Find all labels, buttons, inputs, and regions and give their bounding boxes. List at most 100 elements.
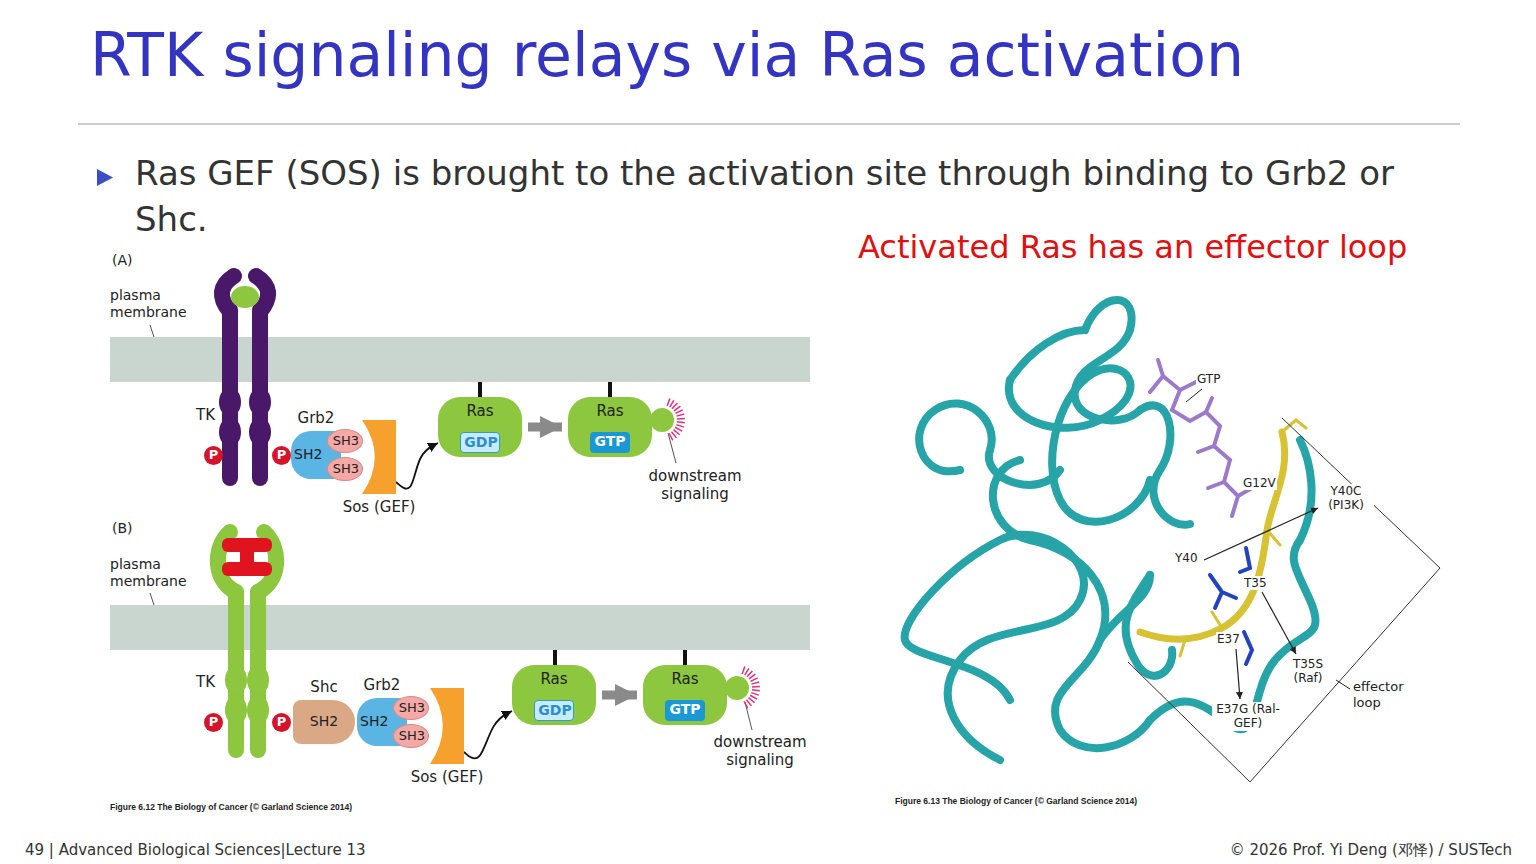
mutation-label: T35S (Raf) [1284, 657, 1332, 686]
residue-sticks [1210, 548, 1252, 664]
protein-domain: SH3 [327, 457, 363, 481]
activation-arrow [528, 423, 562, 432]
activation-rays [747, 671, 752, 677]
leader-line [150, 325, 154, 337]
gef-shape: Sos (GEF) [430, 688, 464, 764]
protein-domain: P [272, 713, 291, 732]
gtp-molecule [1158, 360, 1252, 496]
activation-rays [744, 701, 748, 708]
domain-label: SH2 [294, 446, 322, 463]
mutation-label: GTP [1196, 372, 1221, 386]
activation-rays [673, 430, 679, 435]
footer-text: 49 | Advanced Biological Sciences|Lectur… [25, 841, 365, 859]
protein-domain: RasGDP [438, 397, 522, 457]
activation-rays [677, 421, 685, 423]
domain-label: GDP [538, 702, 571, 719]
domain-label: Grb2 [298, 409, 335, 427]
gef-shape [430, 688, 464, 764]
protein-domain: GTP [665, 700, 705, 721]
kinase-domain [247, 665, 269, 695]
membrane-band [110, 605, 810, 650]
protein-domain: GTP [590, 432, 630, 453]
protein-domain: SH3 [393, 696, 429, 720]
residue-label: Y40 [1174, 551, 1199, 565]
protein-ribbon [1075, 300, 1140, 420]
kinase-domain [247, 695, 269, 725]
activation-rays [750, 678, 757, 682]
activation-rays [751, 682, 759, 684]
mutation-label: E37 [1216, 632, 1241, 646]
ligand [222, 538, 272, 576]
residue-label: Y40C (PI3K) [1318, 484, 1374, 513]
effector-loop [1180, 420, 1306, 656]
activation-rays [672, 403, 677, 409]
activation-rays [752, 686, 760, 688]
protein-ribbon [905, 300, 1316, 760]
activation-rays [674, 406, 680, 411]
activation-rays [752, 689, 760, 691]
kinase-domain [225, 665, 269, 725]
protein-domain: P [204, 446, 223, 465]
gef-arrow [464, 711, 512, 759]
mutation-label: G12V [1242, 476, 1277, 490]
domain-label: GTP [669, 701, 700, 718]
activation-rays [748, 698, 754, 703]
footer-text: Figure 6.13 The Biology of Cancer (© Gar… [895, 796, 1137, 806]
activation-arrow [602, 691, 637, 700]
gtp-molecule [1150, 376, 1238, 516]
domain-label: SH3 [333, 433, 359, 449]
figure-credit: effector loop [1352, 679, 1426, 710]
leader-line [668, 433, 676, 463]
activation-rays [667, 398, 760, 708]
protein-domain: P [272, 446, 291, 465]
domain-label: SH3 [333, 461, 359, 477]
receptor-b [218, 532, 276, 750]
protein-ribbon [1010, 330, 1085, 380]
domain-label: Sos (GEF) [343, 498, 416, 516]
protein-domain: GDP [460, 432, 500, 453]
domain-label: Sos (GEF) [411, 768, 484, 786]
activation-rays [675, 427, 682, 431]
heading-note: Figure 6.12 The Biology of Cancer (© Gar… [110, 802, 352, 812]
domain-label: P [209, 714, 219, 730]
membrane-band [110, 337, 810, 650]
receptor-a [222, 276, 268, 478]
effector-bracket [1128, 418, 1440, 782]
protein-ribbon [1009, 368, 1150, 522]
membrane-anchor [478, 382, 482, 398]
leader-line [1186, 389, 1350, 689]
gtp-molecule [1150, 360, 1252, 516]
protein-domain: SH3 [327, 429, 363, 453]
kinase-domain [219, 387, 271, 447]
output-label: downstream signaling [640, 467, 750, 503]
effector-loop [1140, 420, 1306, 656]
effector-bulb [650, 408, 749, 700]
domain-label: TK [196, 673, 215, 691]
domain-label: P [277, 447, 287, 463]
domain-label: Ras [596, 402, 623, 420]
protein-ribbon [1140, 405, 1190, 524]
domain-label: P [277, 714, 287, 730]
leader-line [150, 325, 752, 730]
activation-rays [667, 398, 670, 406]
domain-label: P [209, 447, 219, 463]
domain-label: SH2 [310, 713, 338, 730]
leader-line [1336, 680, 1350, 689]
effector-bulb [650, 408, 674, 432]
activation-rays [749, 674, 755, 679]
residue-label: T35 [1243, 576, 1268, 590]
ligand [240, 546, 254, 570]
gef-shape [362, 420, 396, 494]
kinase-domain [219, 417, 241, 447]
activation-rays [671, 432, 676, 438]
protein-ribbon [919, 404, 1060, 485]
panel-letter: (A) [112, 252, 133, 269]
kinase-domain [249, 387, 271, 417]
title-rule [78, 123, 1460, 125]
kinase-domain [225, 665, 247, 695]
activation-rays [676, 414, 684, 416]
activation-rays [745, 668, 749, 675]
activation-rays [669, 433, 673, 440]
domain-label: SH3 [399, 728, 425, 744]
